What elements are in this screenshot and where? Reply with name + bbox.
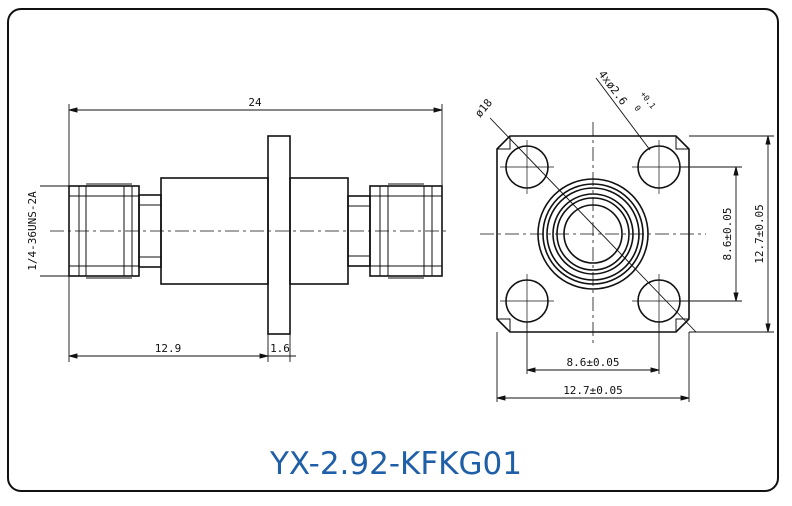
side-view	[50, 135, 448, 335]
flange-view-dimensions	[496, 135, 774, 402]
side-view-dimensions	[40, 104, 443, 362]
dim-circle-diameter: ø18	[472, 96, 495, 120]
flange	[267, 135, 291, 335]
dim-length-body: 12.9	[155, 342, 182, 355]
inner-bore	[563, 204, 623, 264]
dim-thread-spec: 1/4-36UNS-2A	[26, 191, 39, 271]
dim-flange-thickness: 1.6	[270, 342, 290, 355]
dim-hole-spacing-v: 8.6±0.05	[721, 208, 734, 261]
dim-length-total: 24	[248, 96, 262, 109]
model-caption: YX-2.92-KFKG01	[270, 446, 522, 482]
dim-hole-spacing-h: 8.6±0.05	[567, 356, 620, 369]
outer-ring	[537, 178, 649, 290]
right-nut	[369, 185, 443, 277]
dim-hole-tol-minus: 0	[632, 104, 642, 113]
flange-view	[480, 77, 706, 346]
drawing-frame	[7, 8, 779, 492]
dim-flange-height: 12.7±0.05	[753, 204, 766, 264]
dim-flange-width: 12.7±0.05	[563, 384, 623, 397]
dim-hole-spec: 4xø2.6	[596, 68, 630, 108]
